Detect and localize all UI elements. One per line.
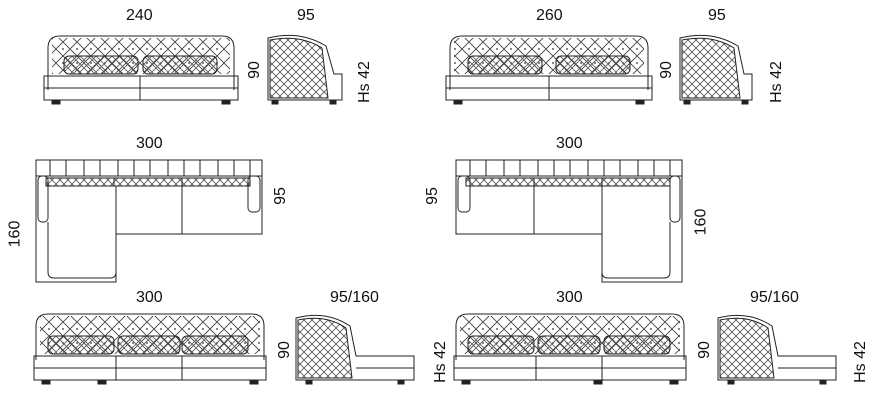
chaise-left-side-view [295,314,415,385]
depth-label-sofa-240: 95 [297,7,315,24]
height-label-chaise-right-front: 90 [695,341,713,359]
width-label-chaise-left-plan: 300 [136,135,163,152]
sofa-240-side-view [267,34,343,105]
chaise-left-plan-view [35,159,263,283]
depth-label-chaise-right-plan: 95 [423,187,441,205]
depth-label-sofa-260: 95 [708,7,726,24]
seat-height-label-chaise-left-front: Hs 42 [431,341,449,383]
depth-label-chaise-left-plan: 95 [271,187,289,205]
depth-label-chaise-right-front: 95/160 [750,289,799,306]
seat-height-label-sofa-240: Hs 42 [355,61,373,103]
chaise-right-plan-view [455,159,683,283]
chaise-right-front-view [453,313,687,385]
width-label-260: 260 [536,7,563,24]
sofa-240-front-view [43,35,239,105]
depth-label-chaise-left-front: 95/160 [330,289,379,306]
seat-height-label-sofa-260: Hs 42 [767,61,785,103]
height-label-chaise-left-front: 90 [275,341,293,359]
width-label-chaise-right-front: 300 [556,289,583,306]
sofa-260-front-view [445,35,653,105]
height-label-sofa-240: 90 [245,61,263,79]
seat-height-label-chaise-right-front: Hs 42 [851,341,869,383]
width-label-chaise-left-front: 300 [136,289,163,306]
width-label-240: 240 [126,7,153,24]
chaise-depth-label-right-plan: 160 [692,208,710,236]
height-label-sofa-260: 90 [657,61,675,79]
chaise-depth-label-left-plan: 160 [6,220,24,248]
chaise-right-side-view [717,314,837,385]
sofa-260-side-view [679,34,753,105]
width-label-chaise-right-plan: 300 [556,135,583,152]
chaise-left-front-view [33,313,267,385]
